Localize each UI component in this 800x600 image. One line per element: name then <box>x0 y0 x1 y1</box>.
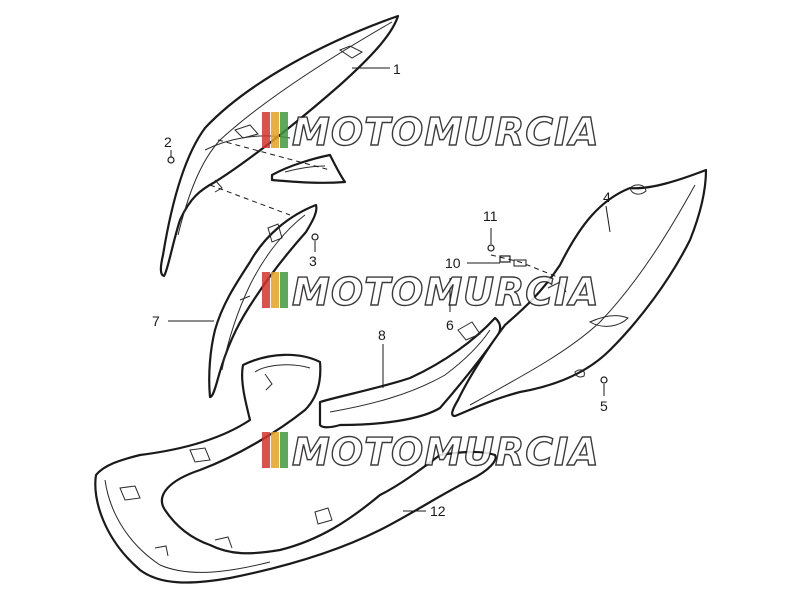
callout-8: 8 <box>378 327 386 343</box>
watermark: MOTOMURCIA MOTOMURCIA MOTOMURCIA <box>262 109 600 475</box>
callout-4: 4 <box>603 189 611 205</box>
part-7-inner-panel <box>208 203 318 399</box>
bracket-under-part-1 <box>270 153 347 184</box>
watermark-logo: MOTOMURCIA <box>262 429 600 475</box>
watermark-text: MOTOMURCIA <box>292 110 600 154</box>
screw-2 <box>167 156 175 164</box>
callout-5: 5 <box>600 398 608 414</box>
callout-6: 6 <box>446 317 454 333</box>
screw-3 <box>311 233 319 241</box>
part-4-right-side-panel <box>451 168 708 418</box>
screw-5 <box>600 376 608 384</box>
leader-lines <box>168 67 611 512</box>
part-12-lower-footboard <box>94 353 497 584</box>
watermark-text: MOTOMURCIA <box>292 430 600 474</box>
watermark-logo: MOTOMURCIA <box>262 269 600 315</box>
callout-11: 11 <box>483 208 498 224</box>
callout-labels: 1 2 3 4 5 6 7 8 10 11 12 <box>152 61 611 519</box>
part-1-upper-side-panel <box>159 14 400 278</box>
watermark-logo: MOTOMURCIA <box>262 109 600 155</box>
callout-2: 2 <box>164 134 172 150</box>
assembly-dashed-lines <box>209 139 561 279</box>
watermark-text: MOTOMURCIA <box>292 270 600 314</box>
callout-3: 3 <box>309 253 317 269</box>
callout-7: 7 <box>152 313 160 329</box>
callout-1: 1 <box>393 61 401 77</box>
callout-10: 10 <box>445 255 461 271</box>
screw-11 <box>487 244 495 252</box>
callout-12: 12 <box>430 503 446 519</box>
clip-10 <box>499 255 527 267</box>
